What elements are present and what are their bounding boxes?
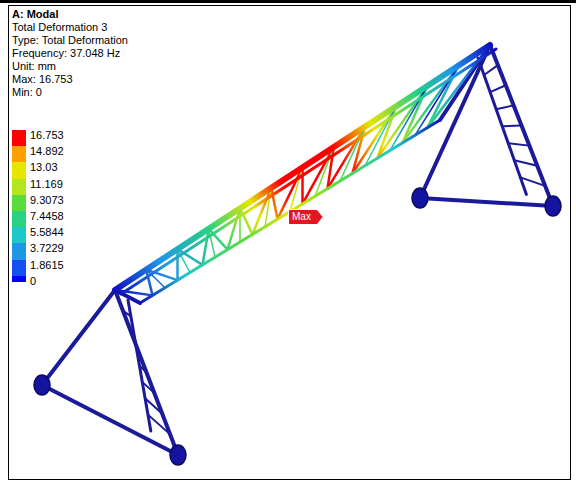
rear-top-chord bbox=[121, 49, 496, 294]
legend-value: 3.7229 bbox=[30, 242, 64, 255]
top-rule bbox=[0, 0, 576, 3]
ladder-rung bbox=[484, 65, 498, 75]
ladder-rung bbox=[139, 366, 146, 373]
ladder-rung bbox=[508, 143, 529, 145]
result-info: Unit: mm bbox=[12, 60, 56, 73]
result-info: Total Deformation 3 bbox=[12, 21, 107, 34]
wheel bbox=[170, 445, 186, 465]
result-info: Min: 0 bbox=[12, 86, 42, 99]
wheel bbox=[34, 375, 50, 395]
legend-swatch bbox=[12, 195, 26, 212]
legend-value: 7.4458 bbox=[30, 210, 64, 223]
frame-border bbox=[9, 6, 571, 480]
leg bbox=[42, 290, 115, 385]
result-info: Type: Total Deformation bbox=[12, 34, 128, 47]
legend-value: 16.753 bbox=[30, 129, 64, 142]
diagonal bbox=[176, 249, 179, 280]
legend-value: 5.5844 bbox=[30, 226, 64, 239]
vertical bbox=[239, 208, 241, 242]
ladder-rung bbox=[520, 177, 545, 186]
top-chord bbox=[115, 45, 490, 290]
ladder-rung bbox=[148, 415, 170, 435]
legend-value: 14.892 bbox=[30, 145, 64, 158]
base-bar bbox=[420, 198, 553, 206]
ladder-rung bbox=[514, 160, 537, 165]
tag-outline bbox=[288, 209, 324, 225]
wheel bbox=[545, 196, 561, 216]
legend-swatch bbox=[12, 276, 26, 282]
legend-value: 0 bbox=[30, 275, 36, 288]
legend-swatch bbox=[12, 243, 26, 260]
truss-beam bbox=[115, 45, 496, 303]
base-bar bbox=[42, 385, 178, 455]
vertical bbox=[115, 290, 140, 303]
legend-value: 1.8615 bbox=[30, 259, 64, 272]
ladder-rung bbox=[145, 398, 162, 414]
legend-swatch bbox=[12, 162, 26, 179]
inner-leg bbox=[128, 300, 151, 431]
support-frame bbox=[34, 45, 561, 465]
legend-swatch bbox=[12, 227, 26, 244]
legend-value: 13.03 bbox=[30, 161, 58, 174]
ladder-rung bbox=[496, 105, 513, 109]
inner-leg bbox=[478, 58, 526, 194]
ladder-rung bbox=[142, 382, 154, 393]
legend-value: 9.3073 bbox=[30, 194, 64, 207]
legend-swatch bbox=[12, 260, 26, 277]
leg bbox=[115, 290, 178, 455]
result-title: A: Modal bbox=[12, 8, 58, 21]
wheel bbox=[412, 188, 428, 208]
legend-swatch bbox=[12, 179, 26, 196]
ladder-rung bbox=[123, 311, 131, 317]
result-info: Frequency: 37.048 Hz bbox=[12, 47, 120, 60]
legend-swatch bbox=[12, 211, 26, 228]
max-tag: Max bbox=[288, 209, 324, 225]
max-label: Max bbox=[292, 211, 312, 223]
bottom-chord bbox=[140, 120, 440, 303]
ladder-rung bbox=[502, 125, 521, 128]
ladder-rung bbox=[137, 349, 139, 352]
ladder-rung bbox=[490, 85, 506, 92]
result-info: Max: 16.753 bbox=[12, 73, 73, 86]
legend-swatch bbox=[12, 146, 26, 163]
legend-swatch bbox=[12, 130, 26, 147]
legend-value: 11.169 bbox=[30, 178, 63, 191]
ladder-rung bbox=[131, 331, 134, 333]
